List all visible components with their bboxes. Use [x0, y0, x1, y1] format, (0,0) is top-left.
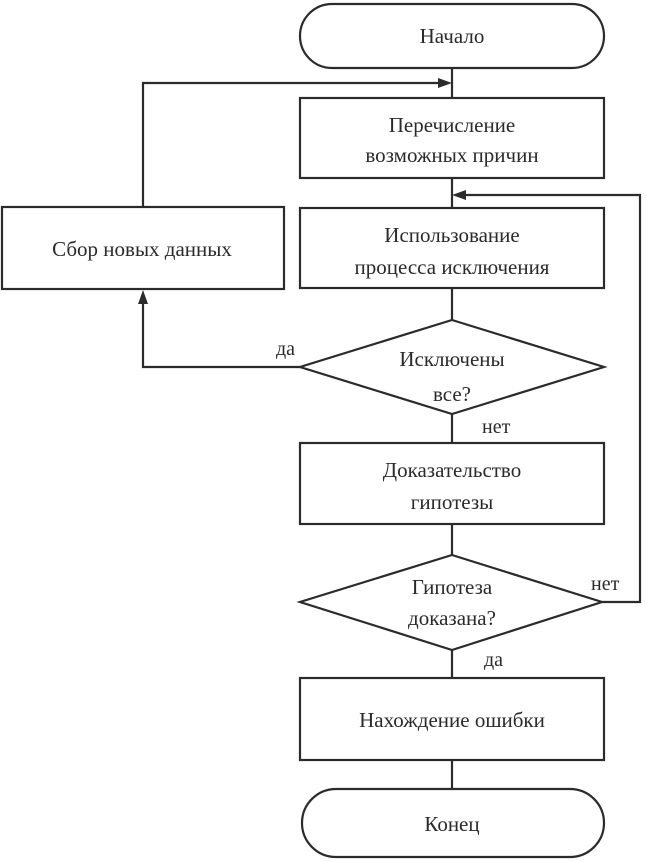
- node-collect-label: Сбор новых данных: [52, 237, 232, 261]
- node-prove-line2: гипотезы: [411, 490, 493, 514]
- edge-label-no-prove: нет: [482, 416, 511, 438]
- edge-label-yes-found: да: [484, 649, 503, 671]
- process-shape: [298, 96, 606, 180]
- node-found-label: Нахождение ошибки: [359, 708, 545, 732]
- node-exclusion-line2: процесса исключения: [355, 255, 550, 279]
- node-start: Начало: [298, 2, 606, 70]
- edge-proven-no-to-exclusion: [466, 193, 642, 604]
- edge-label-yes-collect: да: [276, 338, 295, 360]
- arrowhead-right: [438, 78, 452, 88]
- node-all-excluded-line1: Исключены: [399, 347, 504, 371]
- node-decision-hypothesis-proven: Гипотеза доказана?: [296, 553, 606, 652]
- arrowhead-left: [452, 190, 466, 200]
- edge-label-no-loop: нет: [591, 573, 620, 595]
- node-error-found: Нахождение ошибки: [298, 676, 606, 762]
- node-decision-all-excluded: Исключены все?: [296, 318, 608, 416]
- process-shape: [298, 676, 606, 762]
- terminator-shape: [300, 787, 606, 859]
- node-exclusion-line1: Использование: [384, 223, 519, 247]
- node-end-label: Конец: [424, 812, 479, 836]
- node-prove-line1: Доказательство: [383, 458, 521, 482]
- process-shape: [298, 206, 606, 290]
- node-exclusion-process: Использование процесса исключения: [298, 206, 606, 290]
- node-enumerate-causes: Перечисление возможных причин: [298, 96, 606, 180]
- terminator-shape: [298, 2, 606, 70]
- node-start-label: Начало: [420, 24, 485, 48]
- arrowhead-up: [138, 290, 148, 304]
- node-enumerate-line1: Перечисление: [389, 113, 516, 137]
- process-shape: [298, 441, 606, 526]
- node-proven-line1: Гипотеза: [412, 575, 493, 599]
- node-prove-hypothesis: Доказательство гипотезы: [298, 441, 606, 526]
- decision-shape: [296, 553, 606, 652]
- node-end: Конец: [300, 787, 606, 859]
- edge-decision-yes-to-collect: [141, 303, 300, 369]
- node-enumerate-line2: возможных причин: [365, 143, 538, 167]
- node-collect-data: Сбор новых данных: [0, 205, 286, 291]
- edge-collect-to-enumerate: [141, 81, 440, 207]
- node-all-excluded-line2: все?: [433, 382, 471, 406]
- process-shape: [0, 205, 286, 291]
- decision-shape: [296, 318, 608, 416]
- node-proven-line2: доказана?: [408, 606, 496, 630]
